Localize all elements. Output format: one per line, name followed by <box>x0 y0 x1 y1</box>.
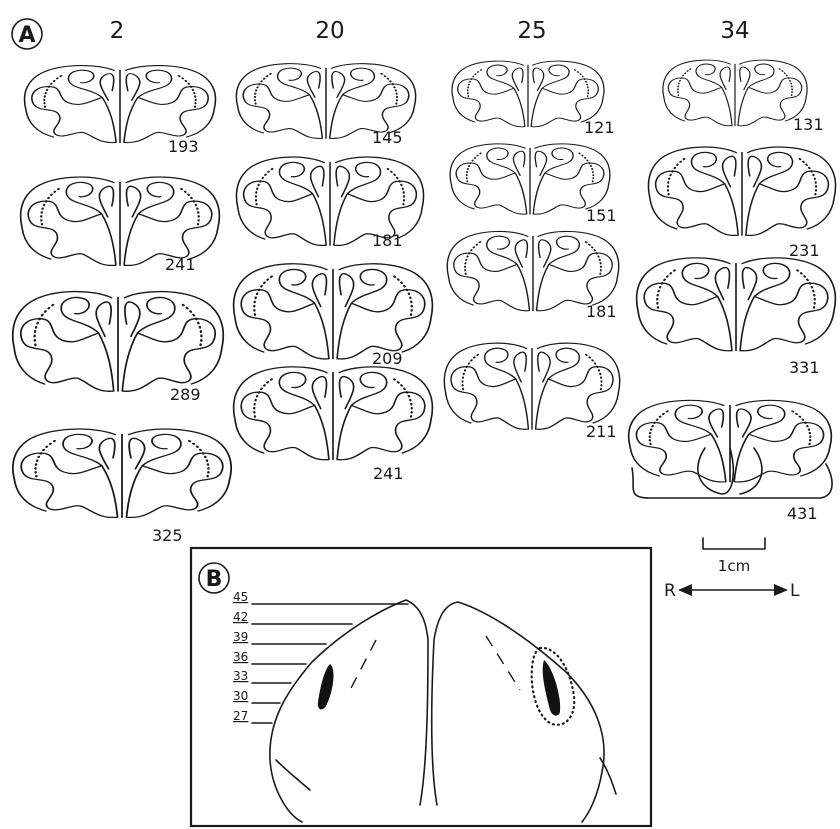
section-number: 241 <box>373 464 404 483</box>
level-leader-lines <box>252 604 408 723</box>
section-drawing <box>452 61 604 127</box>
section-number: 181 <box>372 231 403 250</box>
right-temporal-pole <box>276 760 310 790</box>
section-drawing <box>21 177 220 265</box>
orientation-right-label: L <box>790 581 800 601</box>
right-sulcus-dashed <box>350 640 376 690</box>
panel-b-label: B <box>206 567 223 592</box>
section-number: 193 <box>168 137 199 156</box>
section-drawing <box>13 429 231 517</box>
section-number: 231 <box>789 241 820 260</box>
orientation-indicator: R L <box>664 581 800 601</box>
section-drawing <box>447 231 618 310</box>
arrow-head-right-icon <box>774 584 788 596</box>
left-sulcus-dashed <box>486 636 520 690</box>
section-number: 209 <box>372 349 403 368</box>
column-header-4: 34 <box>720 18 749 44</box>
panel-b: B 45 42 39 36 33 30 27 <box>191 548 651 826</box>
left-hemisphere-outline <box>432 602 604 822</box>
column-header-3: 25 <box>517 18 546 44</box>
section-number: 121 <box>584 118 615 137</box>
column-header-1: 2 <box>110 18 125 44</box>
arrow-head-left-icon <box>678 584 692 596</box>
section-number: 331 <box>789 358 820 377</box>
section-number: 241 <box>165 255 196 274</box>
section-drawing <box>648 147 835 235</box>
section-number: 325 <box>152 526 183 545</box>
section-number: 431 <box>787 504 818 523</box>
column-header-2: 20 <box>315 18 344 44</box>
section-drawing <box>13 292 223 392</box>
section-drawing <box>663 60 807 126</box>
section-number: 151 <box>586 206 617 225</box>
orientation-left-label: R <box>664 581 676 601</box>
section-drawing <box>637 258 836 351</box>
panel-b-label-badge: B <box>199 563 229 593</box>
section-number: 131 <box>793 115 824 134</box>
section-drawing <box>629 400 832 482</box>
section-drawing <box>234 264 433 359</box>
section-number: 145 <box>372 128 403 147</box>
section-drawing <box>444 343 619 429</box>
lesion-mark-right <box>318 664 334 709</box>
scale-bar: 1cm <box>703 538 765 575</box>
panel-b-frame <box>191 548 651 826</box>
scale-bar-label: 1cm <box>718 557 750 575</box>
section-number: 211 <box>586 422 617 441</box>
level-label: 36 <box>233 650 248 664</box>
section-drawing <box>25 66 216 143</box>
right-hemisphere-outline <box>270 600 428 822</box>
section-drawing <box>234 367 433 460</box>
section-number: 289 <box>170 385 201 404</box>
level-label: 30 <box>233 689 248 703</box>
left-temporal-pole <box>600 758 616 794</box>
level-label: 27 <box>233 709 248 723</box>
level-label: 33 <box>233 669 248 683</box>
level-label: 42 <box>233 610 248 624</box>
section-drawing <box>450 144 610 214</box>
lesion-mark-left <box>543 660 561 716</box>
panel-a: A 2 20 25 34 193 241 289 325 145 181 209… <box>12 18 836 545</box>
level-label: 45 <box>233 590 248 604</box>
panel-a-label-badge: A <box>12 19 42 49</box>
panel-a-label: A <box>18 23 35 48</box>
section-number: 181 <box>586 302 617 321</box>
level-label: 39 <box>233 630 248 644</box>
